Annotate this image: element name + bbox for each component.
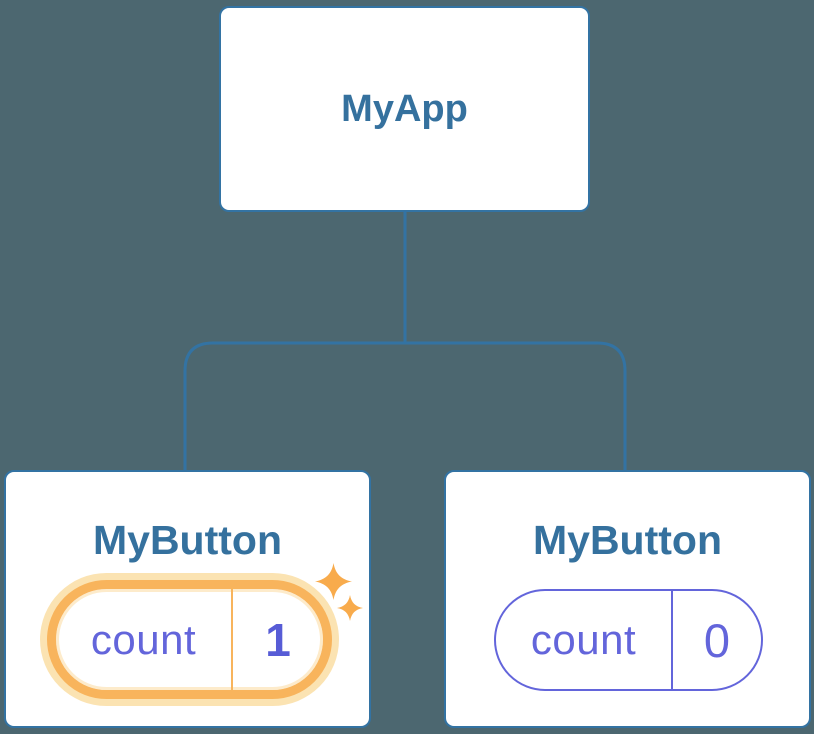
state-pill-highlighted: count 1 [47,580,332,699]
sparkle-icon [315,563,352,600]
state-value-cell: 1 [233,589,323,690]
state-value-cell: 0 [673,591,761,689]
sparkle-icon [337,595,363,621]
state-value: 0 [703,613,731,667]
state-name-label: count [530,616,637,663]
node-mybutton-left-label: MyButton [92,517,282,563]
state-name-cell: count [56,589,231,690]
state-name-cell: count [496,591,671,689]
node-myapp: MyApp [219,6,590,212]
pill-divider [231,589,233,690]
node-mybutton-left: MyButton count 1 [4,470,371,728]
connector-children-bracket [183,341,627,471]
state-value: 1 [265,613,291,666]
node-mybutton-right: MyButton count 0 [444,470,811,728]
state-pill: count 0 [494,589,763,691]
state-name-label: count [90,615,197,663]
node-myapp-label: MyApp [341,88,468,130]
pill-divider [671,591,673,689]
node-mybutton-right-label: MyButton [532,517,722,563]
